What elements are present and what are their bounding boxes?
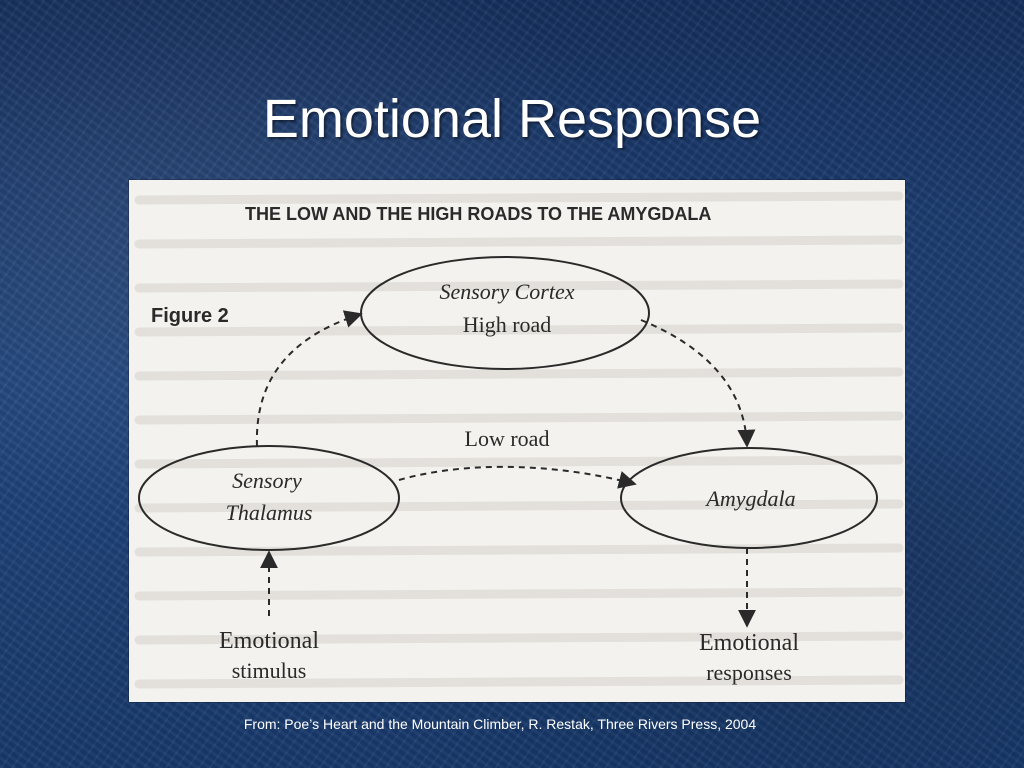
figure-panel: THE LOW AND THE HIGH ROADS TO THE AMYGDA… <box>129 180 905 702</box>
source-caption: From: Poe’s Heart and the Mountain Climb… <box>243 716 757 732</box>
bleed-through-texture <box>134 191 904 689</box>
emotional-responses-label-line2: responses <box>706 660 792 685</box>
emotional-stimulus-label-line2: stimulus <box>232 658 307 683</box>
high-road-label: High road <box>463 312 552 337</box>
low-road-arrow <box>398 465 637 489</box>
figure-heading: THE LOW AND THE HIGH ROADS TO THE AMYGDA… <box>245 204 711 224</box>
diagram-svg: THE LOW AND THE HIGH ROADS TO THE AMYGDA… <box>134 191 904 689</box>
emotional-stimulus-label-line1: Emotional <box>219 628 319 654</box>
slide-title: Emotional Response <box>262 89 762 149</box>
amygdala-label: Amygdala <box>704 486 795 511</box>
sensory-thalamus-label-line1: Sensory <box>232 468 302 493</box>
emotional-responses-label-line1: Emotional <box>699 630 799 656</box>
sensory-thalamus-label-line2: Thalamus <box>226 500 313 525</box>
sensory-cortex-label: Sensory Cortex <box>439 279 574 304</box>
thalamus-to-cortex-arrow <box>255 310 363 447</box>
figure-label: Figure 2 <box>151 305 229 327</box>
cortex-to-amygdala-arrow <box>640 319 756 448</box>
low-road-label: Low road <box>465 426 550 451</box>
amygdala-node <box>620 447 878 549</box>
sensory-thalamus-node <box>138 445 400 551</box>
